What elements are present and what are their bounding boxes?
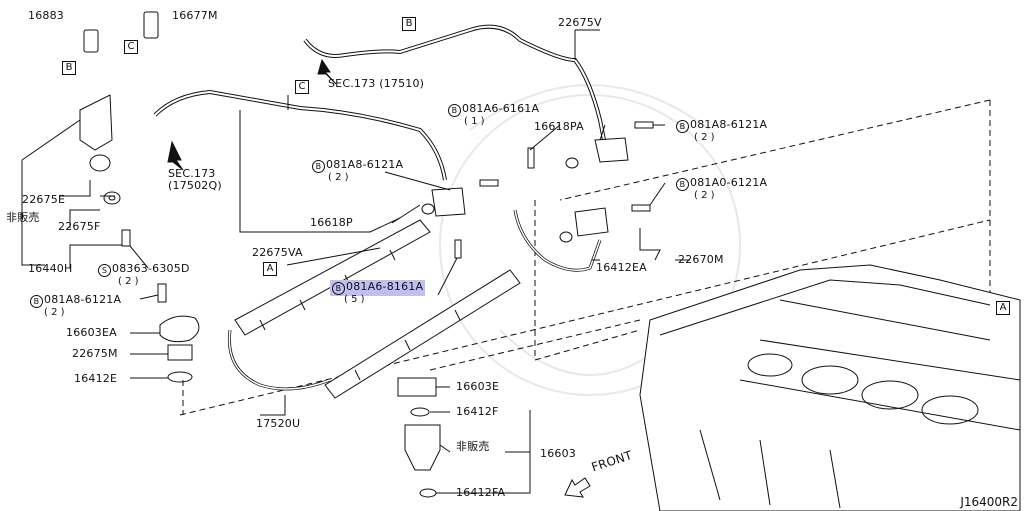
damper-22675e xyxy=(89,154,111,172)
bolt-symbol: B xyxy=(676,178,689,191)
callout-c-left: C xyxy=(124,40,138,54)
part-16440h[interactable]: 16440H xyxy=(28,262,73,275)
oring-16412f xyxy=(410,407,430,417)
sensor-16883 xyxy=(83,29,99,53)
front-arrow xyxy=(564,477,591,498)
bolt-081a6-8161a-qty: ( 5 ) xyxy=(344,294,365,305)
part-22675va[interactable]: 22675VA xyxy=(252,246,303,259)
part-16412ea[interactable]: 16412EA xyxy=(596,261,647,274)
bolt-symbol: B xyxy=(676,120,689,133)
bolt-081a8-mid-number: 081A8-6121A xyxy=(326,158,404,171)
injector-clip-16603e xyxy=(397,377,437,397)
part-16412f[interactable]: 16412F xyxy=(456,405,499,418)
part-22675v[interactable]: 22675V xyxy=(558,16,602,29)
part-16412fa[interactable]: 16412FA xyxy=(456,486,506,499)
diagram-reference: J16400R2 xyxy=(960,495,1018,509)
part-16618pa[interactable]: 16618PA xyxy=(534,120,584,133)
injector-16603 xyxy=(404,424,441,471)
bolt-symbol: B xyxy=(30,295,43,308)
part-16603[interactable]: 16603 xyxy=(540,447,576,460)
gasket-16603ea xyxy=(159,315,200,343)
bolt-symbol: B xyxy=(332,282,345,295)
bolt-081a8-left-number: 081A8-6121A xyxy=(44,293,122,306)
section-173-17502q-line2: (17502Q) xyxy=(168,179,222,192)
callout-b-left: B xyxy=(62,61,76,75)
bolt-symbol: B xyxy=(312,160,325,173)
part-16603ea[interactable]: 16603EA xyxy=(66,326,117,339)
damper-16618pa xyxy=(594,137,629,163)
screw-08363-number: 08363-6305D xyxy=(112,262,190,275)
section-173-17510[interactable]: SEC.173 (17510) xyxy=(328,77,425,90)
screw-symbol: S xyxy=(98,264,111,277)
cap-22675m xyxy=(167,344,193,361)
part-16412e[interactable]: 16412E xyxy=(74,372,118,385)
oring-16412fa xyxy=(419,488,437,498)
sensor-16677m xyxy=(143,11,159,39)
callout-c-top: C xyxy=(295,80,309,94)
arrow-sec173-b xyxy=(167,140,184,171)
part-22675f[interactable]: 22675F xyxy=(58,220,101,233)
damper-16618p xyxy=(431,187,466,217)
callout-a-right: A xyxy=(996,301,1010,315)
part-22670m[interactable]: 22670M xyxy=(678,253,724,266)
not-for-sale-label-2: 非販売 xyxy=(456,440,490,453)
callout-a-left: A xyxy=(263,262,277,276)
bolt-081a8-left-qty: ( 2 ) xyxy=(44,307,65,318)
washer-22675f xyxy=(103,191,121,205)
bolt-081a8-right-number: 081A8-6121A xyxy=(690,118,768,131)
bolt-081a6-8161a-number: 081A6-8161A xyxy=(346,280,424,293)
fuel-rail-left xyxy=(234,219,431,336)
part-17520u[interactable]: 17520U xyxy=(256,417,301,430)
part-16883[interactable]: 16883 xyxy=(28,9,64,22)
bolt-081a8-left xyxy=(157,283,167,303)
bolt-081a8-right-qty: ( 2 ) xyxy=(694,132,715,143)
part-22675e[interactable]: 22675E xyxy=(22,193,66,206)
part-16677m[interactable]: 16677M xyxy=(172,9,218,22)
bracket xyxy=(79,94,113,151)
part-16618p[interactable]: 16618P xyxy=(310,216,353,229)
bolt-08363 xyxy=(121,229,131,247)
part-22675m[interactable]: 22675M xyxy=(72,347,118,360)
fuel-tube-17520u xyxy=(227,329,331,391)
bolt-081a6-6161a-qty: ( 1 ) xyxy=(464,116,485,127)
damper-16412ea xyxy=(574,207,609,237)
fuel-rail-right xyxy=(324,269,521,399)
part-16603e[interactable]: 16603E xyxy=(456,380,500,393)
bolt-symbol: B xyxy=(448,104,461,117)
not-for-sale-label-1: 非販売 xyxy=(6,211,40,224)
section-173-17502q-line1[interactable]: SEC.173 xyxy=(168,167,216,180)
screw-08363-qty: ( 2 ) xyxy=(118,276,139,287)
callout-b-top: B xyxy=(402,17,416,31)
bolt-081a0-number: 081A0-6121A xyxy=(690,176,768,189)
bolt-081a6-6161a-number: 081A6-6161A xyxy=(462,102,540,115)
engine-block xyxy=(639,264,1021,511)
oring-16412e xyxy=(167,371,193,383)
arrow-sec173-a xyxy=(317,58,337,85)
bolt-081a0-qty: ( 2 ) xyxy=(694,190,715,201)
bolt-081a8-mid-qty: ( 2 ) xyxy=(328,172,349,183)
